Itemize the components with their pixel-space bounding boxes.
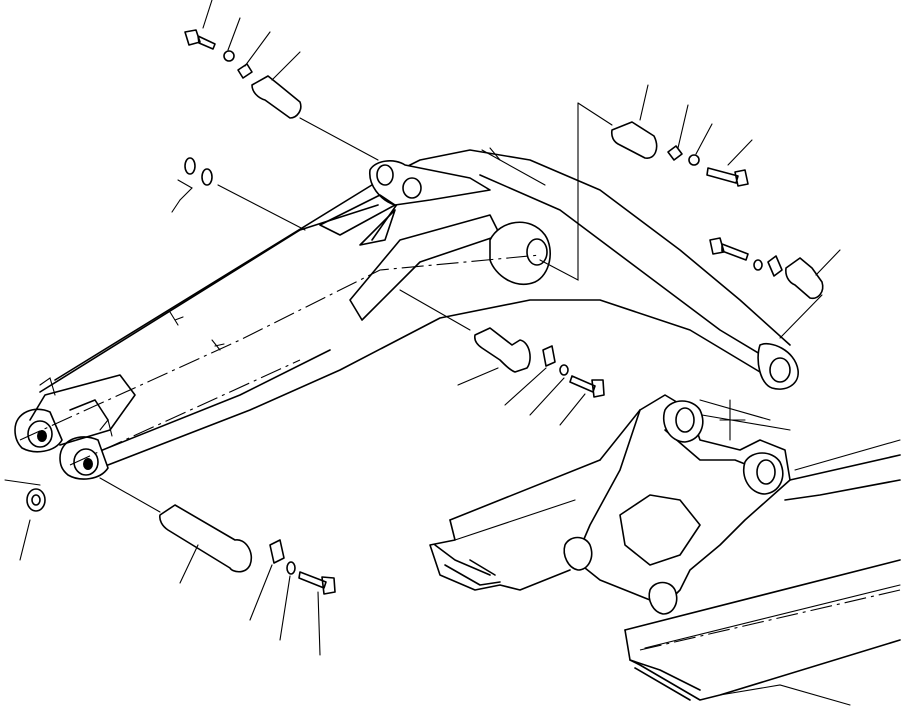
o-ring-icon bbox=[184, 157, 196, 175]
washer-icon bbox=[223, 50, 235, 62]
frame-rails bbox=[429, 439, 901, 706]
washer-icon bbox=[688, 154, 700, 166]
lock-plate-icon bbox=[767, 255, 783, 277]
lock-plate-icon bbox=[237, 63, 253, 79]
lock-plate-icon bbox=[269, 539, 285, 564]
pin-icon bbox=[251, 75, 302, 119]
lock-plate-icon bbox=[667, 145, 683, 161]
bolt-icon bbox=[184, 29, 216, 50]
boom-arm bbox=[14, 147, 799, 480]
bolt-icon bbox=[298, 571, 336, 595]
bushing-icon bbox=[610, 121, 658, 159]
pin-icon bbox=[785, 257, 824, 300]
lock-plate-icon bbox=[542, 345, 556, 367]
washer-icon bbox=[753, 259, 763, 271]
bolt-icon bbox=[569, 375, 605, 398]
thrust-washer-icon bbox=[26, 488, 46, 512]
part-group-top-right bbox=[539, 84, 841, 339]
pin-icon bbox=[473, 327, 531, 373]
pivot-bracket bbox=[563, 394, 791, 615]
bolt-icon bbox=[706, 167, 749, 187]
part-group-bottom-left bbox=[4, 477, 336, 656]
o-ring-icon bbox=[201, 168, 213, 186]
washer-icon bbox=[559, 364, 569, 376]
washer-icon bbox=[286, 561, 296, 575]
pin-icon bbox=[159, 504, 253, 573]
bolt-icon bbox=[709, 237, 749, 261]
part-group-center bbox=[399, 289, 605, 426]
part-group-top-left bbox=[171, 0, 379, 231]
